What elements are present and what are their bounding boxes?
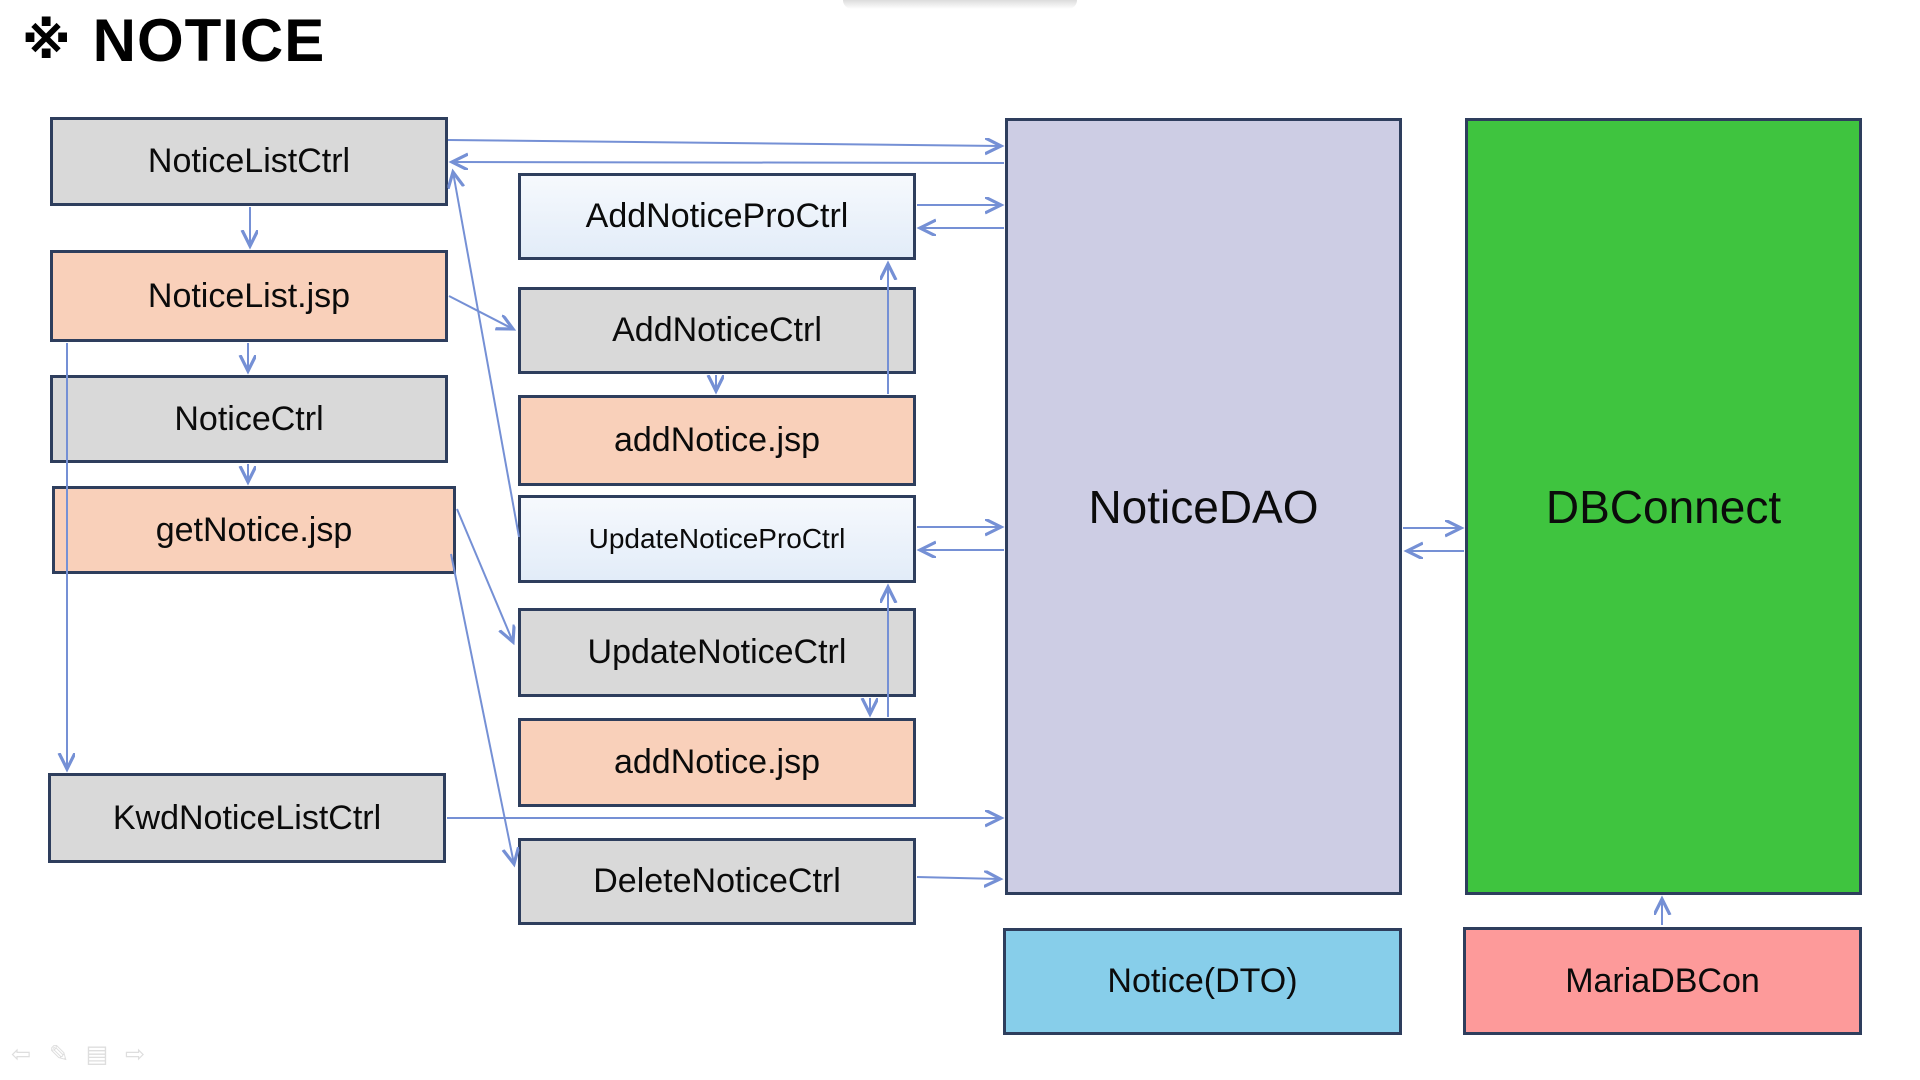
- page-title: ※ NOTICE: [22, 8, 325, 74]
- arrow-noticeListCtrl-to-noticeDAO: [447, 140, 1001, 146]
- node-noticeDTO: Notice(DTO): [1003, 928, 1402, 1035]
- node-dbConnect: DBConnect: [1465, 118, 1862, 895]
- node-noticeCtrl: NoticeCtrl: [50, 375, 448, 463]
- node-updateNoticeProCtrl: UpdateNoticeProCtrl: [518, 495, 916, 583]
- node-label: NoticeListCtrl: [147, 142, 351, 180]
- node-getNoticeJsp: getNotice.jsp: [52, 486, 456, 574]
- slideshow-toolbar-peek: [843, 0, 1077, 9]
- arrow-getNoticeJsp-to-deleteNoticeCtrl: [450, 553, 514, 864]
- pen-tool-button[interactable]: ✎: [48, 1041, 70, 1068]
- node-label: UpdateNoticeCtrl: [587, 633, 847, 671]
- node-label: getNotice.jsp: [155, 510, 353, 549]
- previous-slide-button[interactable]: ⇦: [10, 1041, 32, 1068]
- node-label: AddNoticeCtrl: [612, 311, 822, 349]
- slide-menu-button[interactable]: ▤: [85, 1041, 109, 1068]
- node-noticeListCtrl: NoticeListCtrl: [50, 117, 448, 206]
- node-kwdNoticeListCtrl: KwdNoticeListCtrl: [48, 773, 446, 863]
- arrow-noticeListJsp-to-addNoticeCtrl: [448, 295, 513, 329]
- node-label: MariaDBCon: [1565, 961, 1760, 1000]
- node-noticeDAO: NoticeDAO: [1005, 118, 1402, 895]
- next-slide-button[interactable]: ⇨: [124, 1041, 146, 1068]
- presenter-controls: ⇦ ✎ ▤ ⇨: [8, 1040, 148, 1069]
- node-label: NoticeCtrl: [174, 399, 324, 438]
- node-noticeListJsp: NoticeList.jsp: [50, 250, 448, 342]
- node-label: DBConnect: [1545, 480, 1782, 533]
- node-label: UpdateNoticeProCtrl: [588, 523, 846, 554]
- arrow-getNoticeJsp-to-updateNoticeCtrl: [456, 508, 513, 642]
- node-label: addNotice.jsp: [613, 743, 820, 781]
- node-label: KwdNoticeListCtrl: [112, 798, 382, 837]
- node-addNoticeJsp1: addNotice.jsp: [518, 395, 916, 486]
- node-deleteNoticeCtrl: DeleteNoticeCtrl: [518, 838, 916, 925]
- arrow-updateNoticeProCtrl-to-noticeListCtrl: [453, 172, 520, 538]
- arrow-deleteNoticeCtrl-to-noticeDAO: [916, 877, 1000, 879]
- node-label: DeleteNoticeCtrl: [593, 862, 841, 900]
- node-addNoticeJsp2: addNotice.jsp: [518, 718, 916, 807]
- node-label: NoticeDAO: [1088, 480, 1319, 533]
- node-label: AddNoticeProCtrl: [585, 197, 849, 235]
- arrow-noticeDAO-to-noticeListCtrl: [452, 162, 1005, 163]
- node-label: Notice(DTO): [1107, 962, 1298, 1000]
- node-addNoticeProCtrl: AddNoticeProCtrl: [518, 173, 916, 260]
- node-addNoticeCtrl: AddNoticeCtrl: [518, 287, 916, 374]
- node-mariaDBCon: MariaDBCon: [1463, 927, 1862, 1035]
- reference-mark-icon: ※: [22, 12, 71, 69]
- page-title-text: NOTICE: [92, 7, 326, 74]
- node-label: addNotice.jsp: [613, 421, 820, 459]
- node-label: NoticeList.jsp: [147, 276, 351, 315]
- node-updateNoticeCtrl: UpdateNoticeCtrl: [518, 608, 916, 697]
